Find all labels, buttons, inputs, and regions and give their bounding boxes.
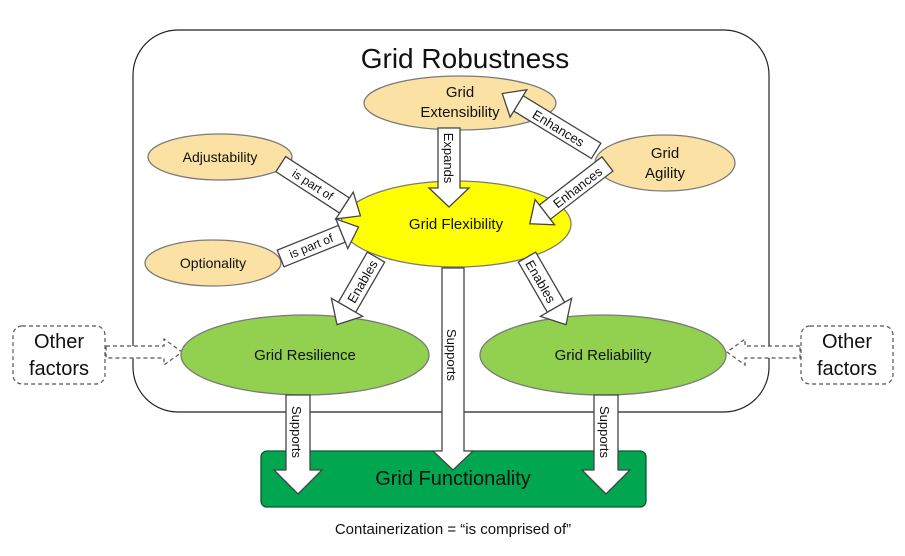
enhances-top-label: Enhances	[530, 107, 588, 150]
other-factors-left-line2: factors	[29, 358, 89, 380]
is-part-of-bottom-label: is part of	[287, 231, 336, 261]
supports-center-label: Supports	[444, 329, 459, 382]
other-factors-left-arrow	[105, 337, 184, 367]
grid-agility-line2: Agility	[645, 165, 686, 182]
supports-left-label: Supports	[289, 406, 304, 459]
enhances-bottom-label: Enhances	[550, 164, 605, 211]
other-factors-left-line1: Other	[34, 331, 84, 353]
diagram-title: Grid Robustness	[361, 43, 570, 74]
expands-arrow: Expands	[427, 127, 471, 208]
grid-flexibility-label: Grid Flexibility	[409, 216, 504, 233]
supports-right-arrow: Supports	[580, 394, 632, 495]
other-factors-right-line2: factors	[817, 358, 877, 380]
optionality-label: Optionality	[180, 255, 246, 271]
grid-resilience-label: Grid Resilience	[254, 347, 356, 364]
supports-left-arrow: Supports	[272, 394, 324, 495]
other-factors-right-arrow	[725, 337, 801, 367]
adjustability-label: Adjustability	[183, 149, 258, 165]
caption: Containerization = “is comprised of”	[335, 521, 571, 538]
other-factors-left-box	[12, 325, 106, 385]
other-factors-right-box	[800, 325, 894, 385]
optionality-node	[144, 239, 282, 287]
grid-agility-line1: Grid	[651, 145, 679, 162]
grid-functionality-label: Grid Functionality	[375, 468, 531, 490]
grid-extensibility-line2: Extensibility	[420, 104, 500, 121]
supports-center-arrow: Supports	[431, 267, 475, 471]
grid-extensibility-line1: Grid	[446, 84, 474, 101]
supports-right-label: Supports	[597, 406, 612, 459]
grid-reliability-label: Grid Reliability	[555, 347, 652, 364]
grid-agility-node	[594, 134, 736, 192]
other-factors-right-line1: Other	[822, 331, 872, 353]
expands-label: Expands	[441, 133, 456, 184]
adjustability-node	[147, 133, 293, 181]
